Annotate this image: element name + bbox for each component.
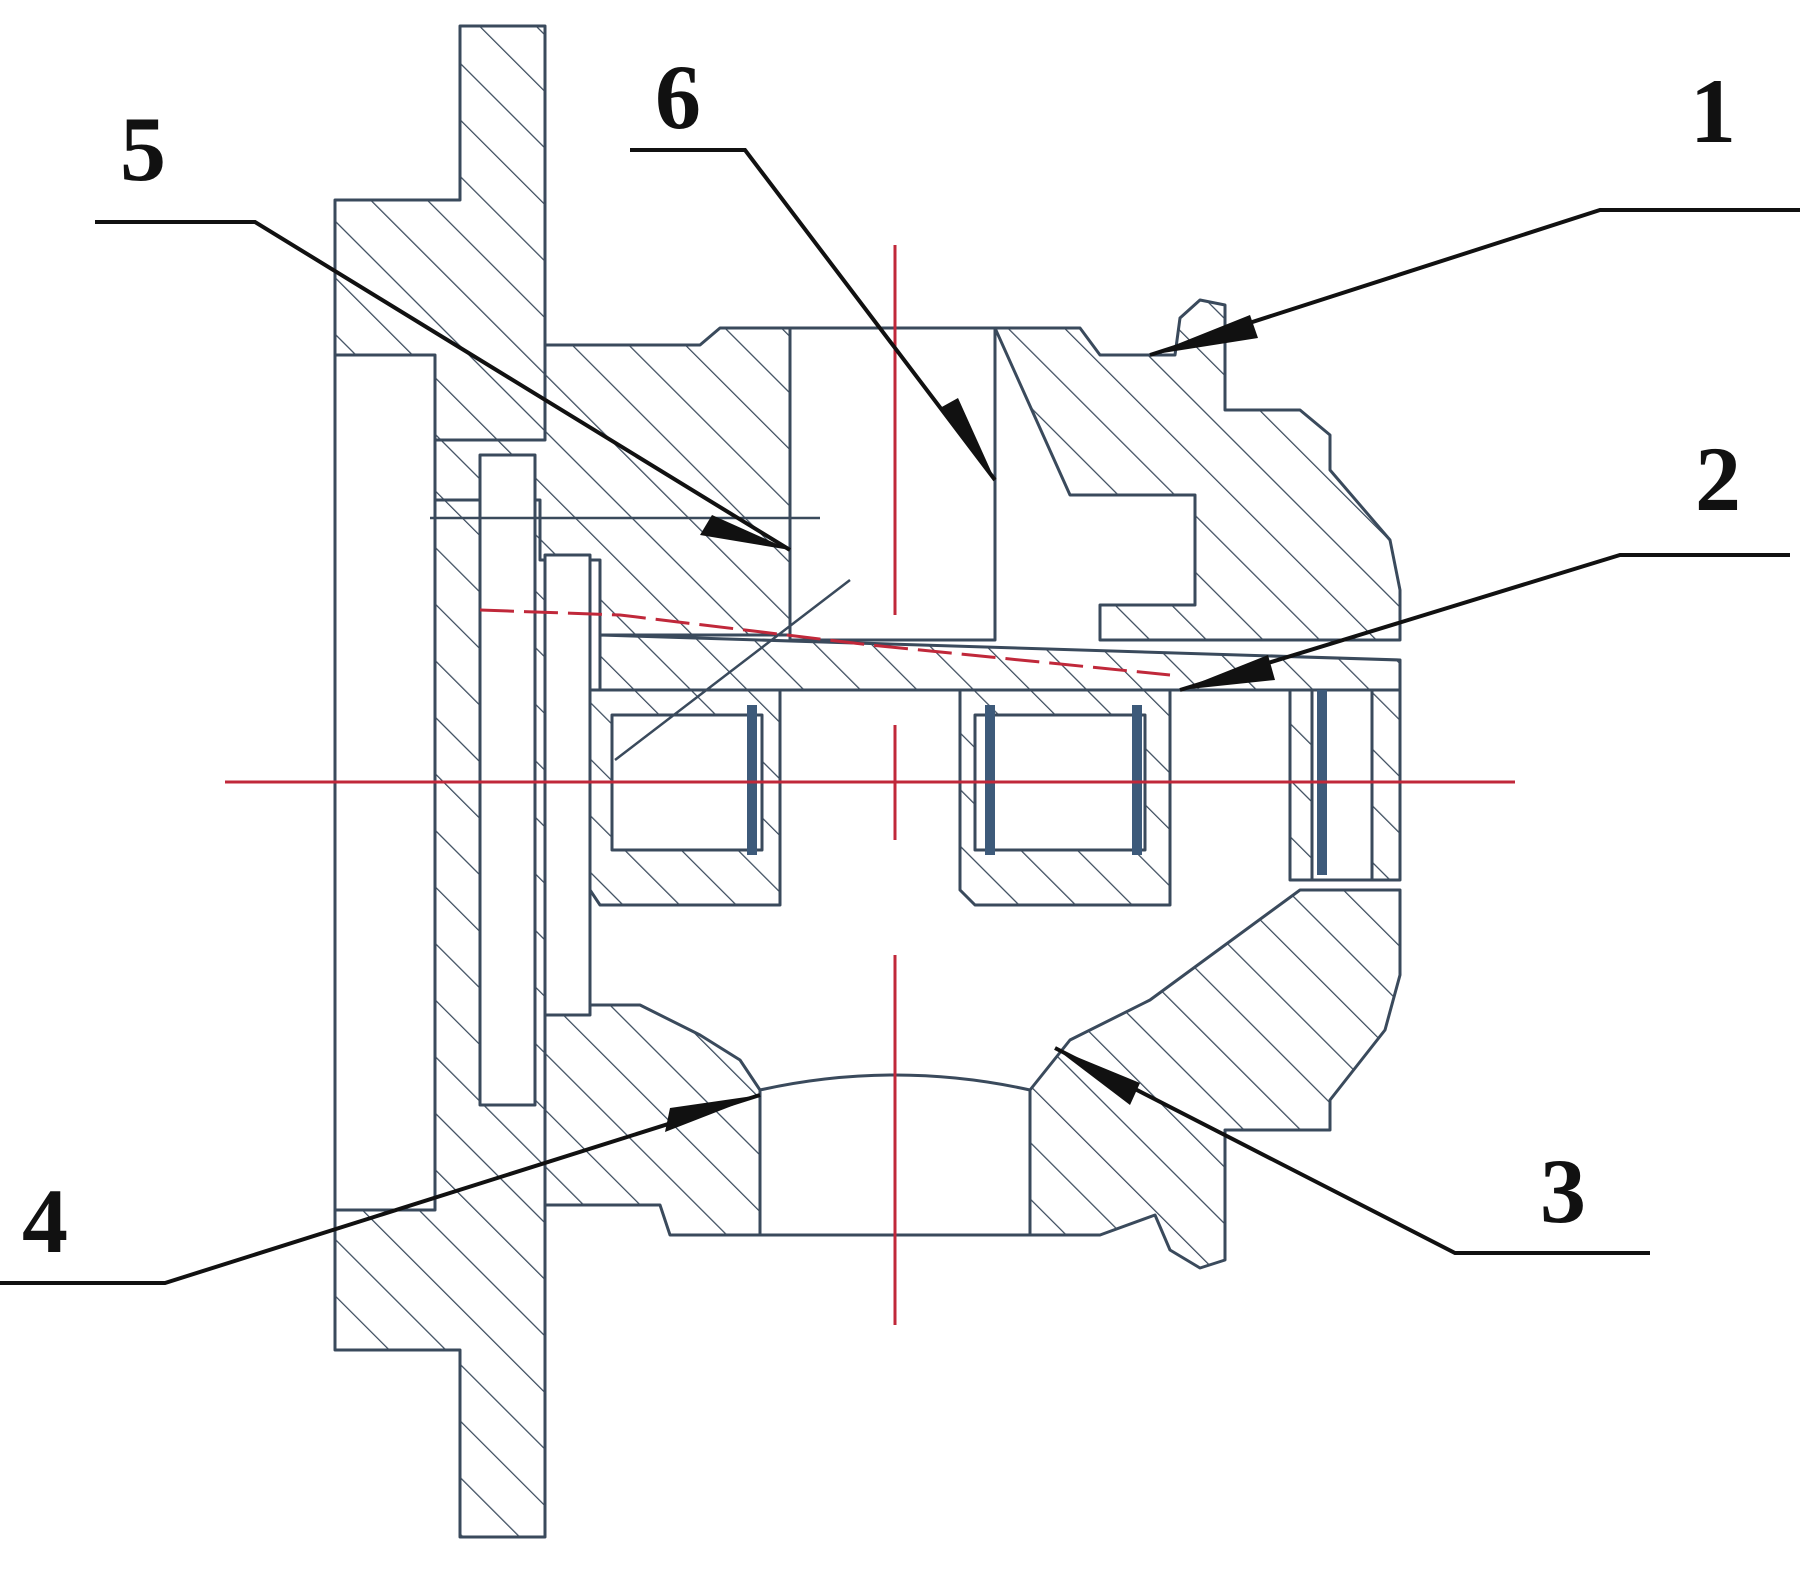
callout-label-3: 3 xyxy=(1540,1140,1586,1242)
inner-sleeve-left xyxy=(478,453,537,1107)
arrowhead-6 xyxy=(940,398,995,480)
leader-line-5 xyxy=(95,220,792,552)
leader-line-1 xyxy=(1149,208,1800,357)
arrowhead-2 xyxy=(1180,655,1275,690)
lower-hub-body xyxy=(543,1003,762,1237)
arrowhead-1 xyxy=(1150,315,1258,355)
callout-label-6: 6 xyxy=(655,46,701,148)
outer-ring-lower xyxy=(1028,888,1402,1270)
inner-sleeve-right xyxy=(543,553,592,1017)
callout-label-5: 5 xyxy=(120,98,166,200)
contact-line xyxy=(479,608,1171,677)
callout-label-4: 4 xyxy=(22,1170,68,1272)
arrowhead-3 xyxy=(1055,1048,1140,1105)
leader-line-2 xyxy=(1179,553,1790,692)
construction-line-2 xyxy=(614,579,851,761)
leader-line-3 xyxy=(1054,1046,1650,1255)
leader-line-4 xyxy=(0,1093,761,1285)
outer-ring-upper xyxy=(993,298,1402,642)
upper-bolt-hole xyxy=(788,326,997,642)
leader-line-6 xyxy=(630,148,997,482)
arrowhead-4 xyxy=(665,1095,760,1132)
arrowhead-5 xyxy=(700,515,790,550)
callout-label-1: 1 xyxy=(1690,60,1736,162)
callout-label-2: 2 xyxy=(1695,428,1741,530)
